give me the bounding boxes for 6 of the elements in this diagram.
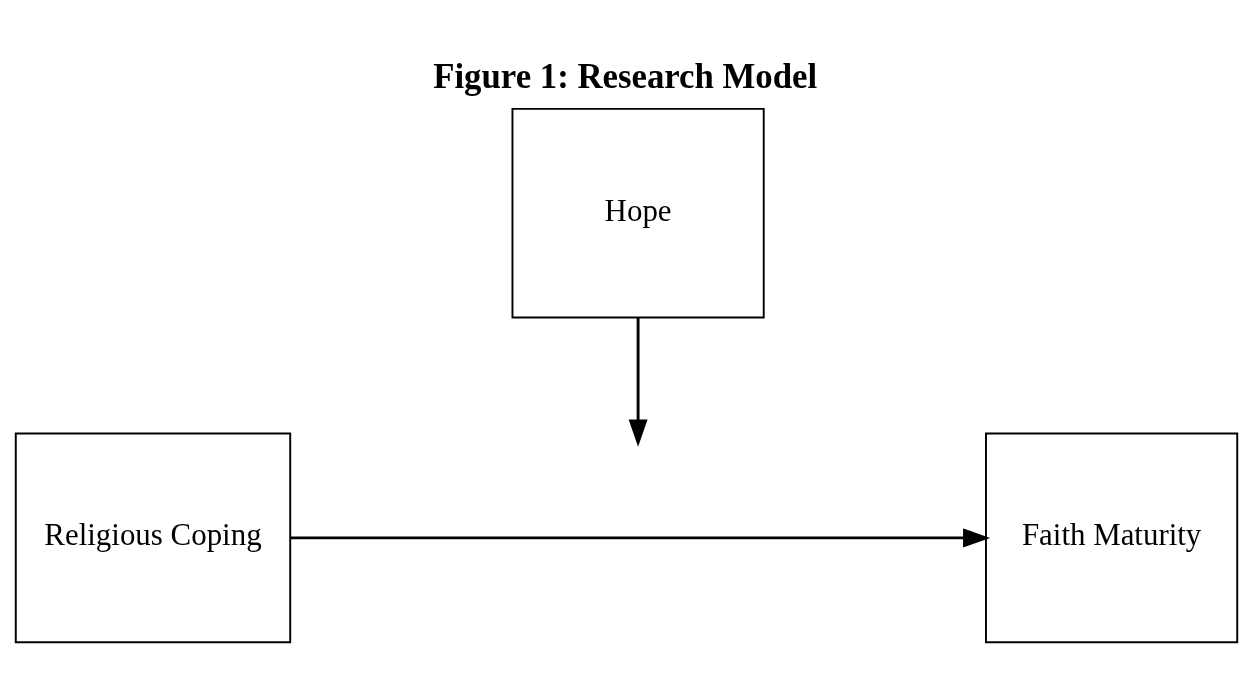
node-box: Hope <box>511 107 765 319</box>
node-box: Faith Maturity <box>985 432 1239 643</box>
arrow <box>290 527 991 547</box>
arrow <box>628 317 648 447</box>
node-box: Religious Coping <box>14 432 292 643</box>
diagram-title: Figure 1: Research Model <box>433 56 818 96</box>
